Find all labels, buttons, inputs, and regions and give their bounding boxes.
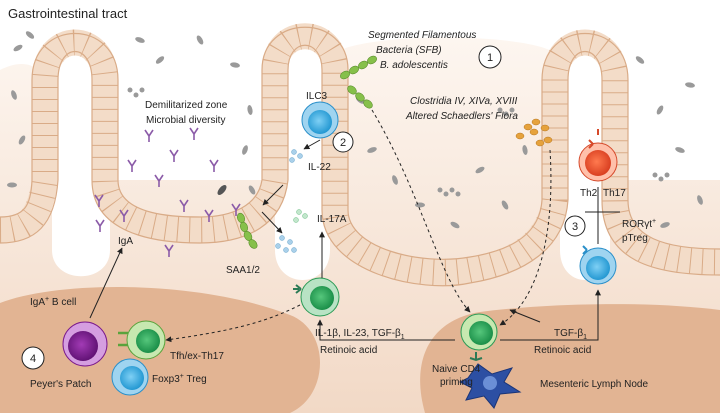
demilitarized-label-2: Microbial diversity	[146, 115, 225, 126]
epithelium	[0, 23, 720, 287]
commensal-bacteria	[7, 31, 703, 229]
sfb-label-2: Bacteria (SFB)	[376, 45, 442, 56]
svg-text:2: 2	[340, 137, 346, 149]
th2-label: Th2	[580, 188, 598, 199]
tfh-label: Tfh/ex-Th17	[170, 351, 224, 362]
diagram-title: Gastrointestinal tract	[8, 6, 128, 21]
iga-b-cell	[62, 321, 108, 367]
foxp3-treg-cell	[111, 358, 149, 396]
peyers-patch-label: Peyer's Patch	[30, 379, 91, 390]
step-1: 1	[478, 45, 502, 69]
arrows	[89, 109, 620, 343]
priming-label: priming	[440, 377, 473, 388]
clostridia-label-2: Altered Schaedlers' Flora	[405, 111, 518, 122]
ilc3-label: ILC3	[306, 91, 328, 102]
il22-label: IL-22	[308, 162, 331, 173]
naive-cd4-label: Naive CD4	[432, 364, 481, 375]
th17-effector-cell	[293, 277, 340, 317]
il17a-label: IL-17A	[317, 214, 347, 225]
dendritic-cell	[458, 363, 522, 409]
step-4: 4	[21, 346, 45, 370]
demilitarized-label-1: Demilitarized zone	[145, 100, 228, 111]
iga-antibodies	[94, 127, 241, 257]
il17a-cytokine	[293, 209, 308, 223]
retinoic-acid-right-label: Retinoic acid	[534, 345, 591, 356]
svg-text:3: 3	[572, 221, 578, 233]
ilc3-cell	[301, 101, 339, 139]
retinoic-acid-left-label: Retinoic acid	[320, 345, 377, 356]
clostridia-bacteria	[515, 118, 553, 147]
iga-label: IgA	[118, 236, 133, 247]
roryt-label: RORγt+	[622, 218, 656, 230]
cytokines-label: IL-1β, IL-23, TGF-β1	[315, 328, 405, 341]
naive-cd4-cell	[460, 313, 498, 362]
tfh-cell	[118, 320, 166, 360]
clostridia-label-1: Clostridia IV, XIVa, XVIII	[410, 96, 517, 107]
foxp3-label: Foxp3+ Treg	[152, 373, 207, 385]
tgf-label: TGF-β1	[554, 328, 587, 341]
th2-th17-cell	[578, 129, 618, 182]
sfb-label-3: B. adolescentis	[380, 60, 448, 71]
step-2: 2	[332, 131, 354, 153]
iga-bcell-label: IgA+ B cell	[30, 296, 76, 308]
th17-label: Th17	[603, 188, 626, 199]
svg-text:4: 4	[30, 353, 36, 365]
ptreg-label: pTreg	[622, 233, 648, 244]
mln-label: Mesenteric Lymph Node	[540, 379, 648, 390]
sfb-label-1: Segmented Filamentous	[368, 30, 476, 41]
sfb-filaments	[236, 55, 377, 249]
saa-label: SAA1/2	[226, 265, 260, 276]
saa-protein	[275, 235, 297, 253]
il22-cytokine	[289, 149, 303, 163]
svg-text:1: 1	[487, 52, 493, 64]
roryt-ptreg-cell	[579, 245, 617, 285]
step-3: 3	[564, 215, 586, 237]
